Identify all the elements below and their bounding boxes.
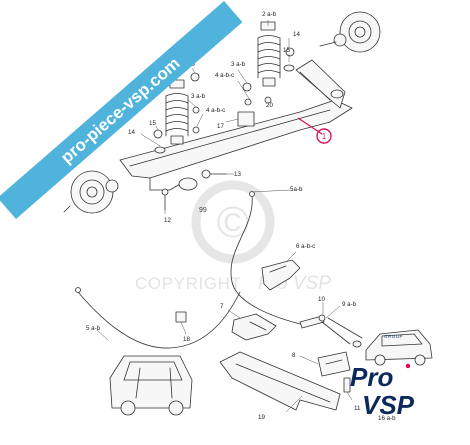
left-hub [63,170,119,214]
label-14b: 14 [128,129,135,136]
rear-axle-beam [119,59,353,191]
watermark-copyright: COPYRIGHT [135,274,241,293]
label-5ab-bot: 5 a-b [86,325,101,332]
support-rail [219,351,341,411]
label-2ab: 2 a-b [262,11,277,18]
logo-tag: GROUP [384,334,403,339]
part-1-highlight: 1 [297,117,332,144]
label-17: 17 [217,123,224,130]
label-20b: 20 [266,102,273,109]
handbrake-cables [75,191,301,349]
provsp-logo: GROUP Pro VSP [350,334,415,420]
banner-strip [0,1,243,219]
watermark-symbol: © [217,198,249,247]
label-3ab-top: 3 a-b [231,61,246,68]
label-6abc: 6 a-b-c [296,243,315,250]
logo-line2: VSP [362,390,415,420]
label-19: 19 [258,414,265,421]
label-4abc-mid: 4 a-b-c [206,107,225,114]
small-parts [153,47,295,211]
label-9ab: 9 a-b [342,301,357,308]
label-15b: 15 [149,120,156,127]
label-3ab-mid: 3 a-b [191,93,206,100]
car-thumbnail [365,329,433,366]
lever-assembly [175,259,363,393]
rear-spring-right [257,21,281,87]
label-12: 12 [164,217,171,224]
label-8: 8 [292,352,296,359]
watermark: © COPYRIGHT Pro VSP [135,180,331,294]
label-15a: 15 [283,47,290,54]
van-thumbnail [109,355,193,416]
label-14a: 14 [293,31,300,38]
logo-line1: Pro [350,362,393,392]
logo-accent-dot [405,363,411,369]
label-11: 11 [354,405,361,412]
label-13: 13 [234,171,241,178]
label-16ab: 16 a-b [378,415,396,422]
right-hub [319,11,381,53]
label-4abc-top: 4 a-b-c [215,72,234,79]
part-1-label: 1 [322,132,327,141]
part-code: 99 [199,207,207,214]
label-5ab-top: 5a-b [290,186,303,193]
rear-spring-left [165,79,189,145]
label-7: 7 [220,303,224,310]
label-18: 18 [183,336,190,343]
callout-labels: 2 a-b 14 15 20 3 a-b 4 a-b-c 20 3 a-b 4 … [86,11,396,422]
leader-lines [96,20,353,413]
label-10: 10 [318,296,325,303]
